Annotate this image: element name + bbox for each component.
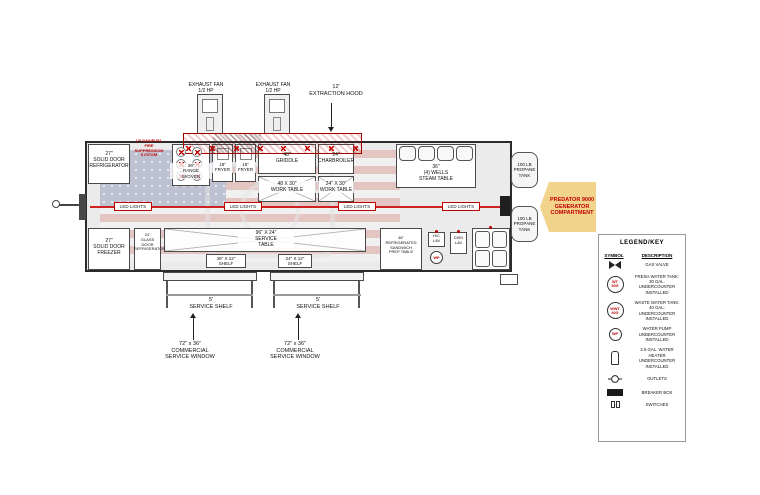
service-shelf-right-label: 5' SERVICE SHELF bbox=[282, 297, 354, 311]
switch-icon bbox=[610, 400, 620, 408]
service-shelf-left-label: 5' SERVICE SHELF bbox=[175, 297, 247, 311]
legend-row-gas-valve: GAS VALVE bbox=[599, 258, 685, 271]
dish-sink-faucet-icon bbox=[457, 230, 460, 233]
glass-door-refrigerator bbox=[134, 228, 161, 270]
hood-hatch bbox=[213, 134, 261, 153]
glass-door-refrigerator-label: 24" GLASS DOOR REFRIGERATOR bbox=[134, 232, 166, 252]
legend-col-symbol: SYMBOL bbox=[604, 253, 624, 258]
waste-water-tank-icon: WWT 40G bbox=[606, 302, 624, 320]
led-strip-line bbox=[90, 206, 508, 208]
gas-valve-icon bbox=[600, 260, 630, 269]
shelf-36 bbox=[206, 254, 246, 268]
legend-desc: 2.5 GAL. WATER HEATER UNDERCOUNTER INSTA… bbox=[638, 347, 676, 369]
propane-tank-bottom-label: 100 LB PROPANE TANK bbox=[513, 216, 536, 232]
fire-suppression-label: LP GAS/FUEL FIRE SUPPRESSION SYSTEM bbox=[134, 138, 164, 158]
extraction-hood-arrow bbox=[331, 103, 332, 127]
legend-title: LEGEND/KEY bbox=[619, 240, 664, 246]
compartment-sink-faucet-icon bbox=[489, 226, 492, 229]
hand-sink-label: H/C LAV bbox=[432, 233, 441, 243]
water-heater-icon bbox=[611, 351, 619, 366]
extraction-hood-arrowhead bbox=[328, 127, 334, 132]
legend-desc: GAS VALVE bbox=[645, 261, 669, 267]
range-label: 36" RANGE W/OVEN bbox=[170, 163, 212, 180]
legend-desc: BREAKER BOX bbox=[641, 389, 673, 395]
fryer-left-label: 18" FRYER bbox=[212, 162, 233, 173]
compartment-sink-wells bbox=[475, 231, 507, 267]
breaker-box-icon bbox=[607, 388, 623, 396]
step-box bbox=[500, 274, 518, 285]
service-window-right-arrow bbox=[298, 318, 299, 340]
propane-tank-bottom: 100 LB PROPANE TANK bbox=[511, 206, 538, 242]
hitch-coupler bbox=[52, 200, 60, 208]
fryer-right-label: 18" FRYER bbox=[235, 162, 256, 173]
generator-compartment: PREDATOR 9000 GENERATOR COMPARTMENT bbox=[540, 182, 596, 232]
solid-door-refrigerator-label: 27" SOLID DOOR REFRIGERATOR bbox=[89, 151, 129, 169]
breaker-box bbox=[500, 196, 510, 216]
service-shelf-left-mid bbox=[166, 294, 253, 296]
propane-tank-top: 100 LB PROPANE TANK bbox=[511, 152, 538, 188]
extraction-hood-label: 12' EXTRACTION HOOD bbox=[309, 84, 363, 97]
led-lights-tag-2: LED LIGHTS bbox=[224, 202, 262, 211]
legend-col-description: DESCRIPTION bbox=[641, 253, 673, 258]
fire-suppression-nozzles bbox=[186, 146, 358, 151]
griddle-label: 48" GRIDDLE bbox=[275, 152, 299, 164]
exhaust-fan-left-label: EXHAUST FAN 1/2 HP bbox=[188, 82, 224, 94]
service-window-left-label: 72" x 36" COMMERCIAL SERVICE WINDOW bbox=[165, 341, 215, 361]
exhaust-fan-right-unit bbox=[264, 94, 290, 134]
shelf-24 bbox=[278, 254, 312, 268]
legend-box: LEGEND/KEY SYMBOL DESCRIPTION GAS VALVE … bbox=[598, 234, 686, 442]
legend-desc: WATER PUMP UNDERCOUNTER INSTALLED bbox=[638, 326, 676, 343]
solid-door-refrigerator bbox=[88, 144, 130, 184]
sandwich-prep-table bbox=[380, 228, 422, 270]
service-shelf-right-mid bbox=[273, 294, 361, 296]
legend-desc: SWITCHES bbox=[645, 401, 669, 407]
water-pump-icon: WP bbox=[608, 327, 622, 341]
service-window-left-arrowhead bbox=[190, 313, 196, 318]
hand-sink-faucet-icon bbox=[435, 230, 438, 233]
legend-desc: OUTLETS bbox=[647, 376, 667, 382]
service-window-left-arrow bbox=[193, 318, 194, 340]
legend-header: SYMBOL DESCRIPTION bbox=[599, 253, 685, 258]
legend-row-water-heater: 2.5 GAL. WATER HEATER UNDERCOUNTER INSTA… bbox=[599, 345, 685, 371]
legend-row-breaker-box: BREAKER BOX bbox=[599, 386, 685, 398]
service-window-right-arrowhead bbox=[295, 313, 301, 318]
service-table-label: 96" X 24" SERVICE TABLE bbox=[238, 230, 294, 248]
entry-door bbox=[79, 194, 86, 220]
service-shelf-right-top bbox=[270, 272, 364, 281]
generator-compartment-label: PREDATOR 9000 GENERATOR COMPARTMENT bbox=[549, 197, 595, 217]
extraction-hood-outline bbox=[183, 133, 362, 154]
legend-row-fresh-water: WT 30G FRESH WATER TANK: 30 GAL. UNDERCO… bbox=[599, 271, 685, 297]
work-table-48-label: 48 X 30" WORK TABLE bbox=[258, 181, 316, 193]
led-lights-tag-4: LED LIGHTS bbox=[442, 202, 480, 211]
legend-desc: FRESH WATER TANK: 30 GAL. UNDERCOUNTER I… bbox=[634, 273, 680, 295]
work-table-24-label: 24" X 30" WORK TABLE bbox=[318, 181, 354, 193]
legend-row-outlets: OUTLETS bbox=[599, 371, 685, 386]
led-lights-tag-1: LED LIGHTS bbox=[114, 202, 152, 211]
steam-table-label: 36" (4) WELLS STEAM TABLE bbox=[419, 164, 453, 182]
outlet-icon bbox=[600, 374, 630, 384]
legend-row-water-pump: WP WATER PUMP UNDERCOUNTER INSTALLED bbox=[599, 324, 685, 345]
fresh-water-tank-icon: WT 30G bbox=[606, 275, 624, 293]
sandwich-prep-table-label: 48" REFRIGERATED SANDWICH PREP TABLE bbox=[385, 235, 417, 255]
legend-row-waste-water: WWT 40G WASTE WATER TANK: 40 GAL. UNDERC… bbox=[599, 297, 685, 323]
service-shelf-left-top bbox=[163, 272, 257, 281]
led-lights-tag-3: LED LIGHTS bbox=[338, 202, 376, 211]
dish-sink-label: DISH LAV bbox=[453, 235, 464, 245]
legend-desc: WASTE WATER TANK: 40 GAL. UNDERCOUNTER I… bbox=[634, 299, 680, 322]
charbroiler bbox=[318, 144, 354, 174]
propane-tank-top-label: 100 LB PROPANE TANK bbox=[513, 162, 536, 178]
water-pump-tag: WP bbox=[430, 251, 443, 264]
exhaust-fan-right-label: EXHAUST FAN 1/2 HP bbox=[255, 82, 291, 94]
charbroiler-label: 24" CHARBROILER bbox=[318, 152, 355, 164]
steam-table-wells bbox=[399, 146, 473, 161]
exhaust-fan-left-unit bbox=[197, 94, 223, 134]
legend-row-switches: SWITCHES bbox=[599, 398, 685, 410]
shelf-24-label: 24" X 12" SHELF bbox=[285, 256, 305, 267]
service-window-right-label: 72" x 36" COMMERCIAL SERVICE WINDOW bbox=[270, 341, 320, 361]
solid-door-freezer bbox=[88, 228, 130, 270]
shelf-36-label: 36" X 12" SHELF bbox=[216, 256, 236, 267]
hitch-bar bbox=[57, 204, 85, 206]
solid-door-freezer-label: 27" SOLID DOOR FREEZER bbox=[93, 238, 125, 256]
